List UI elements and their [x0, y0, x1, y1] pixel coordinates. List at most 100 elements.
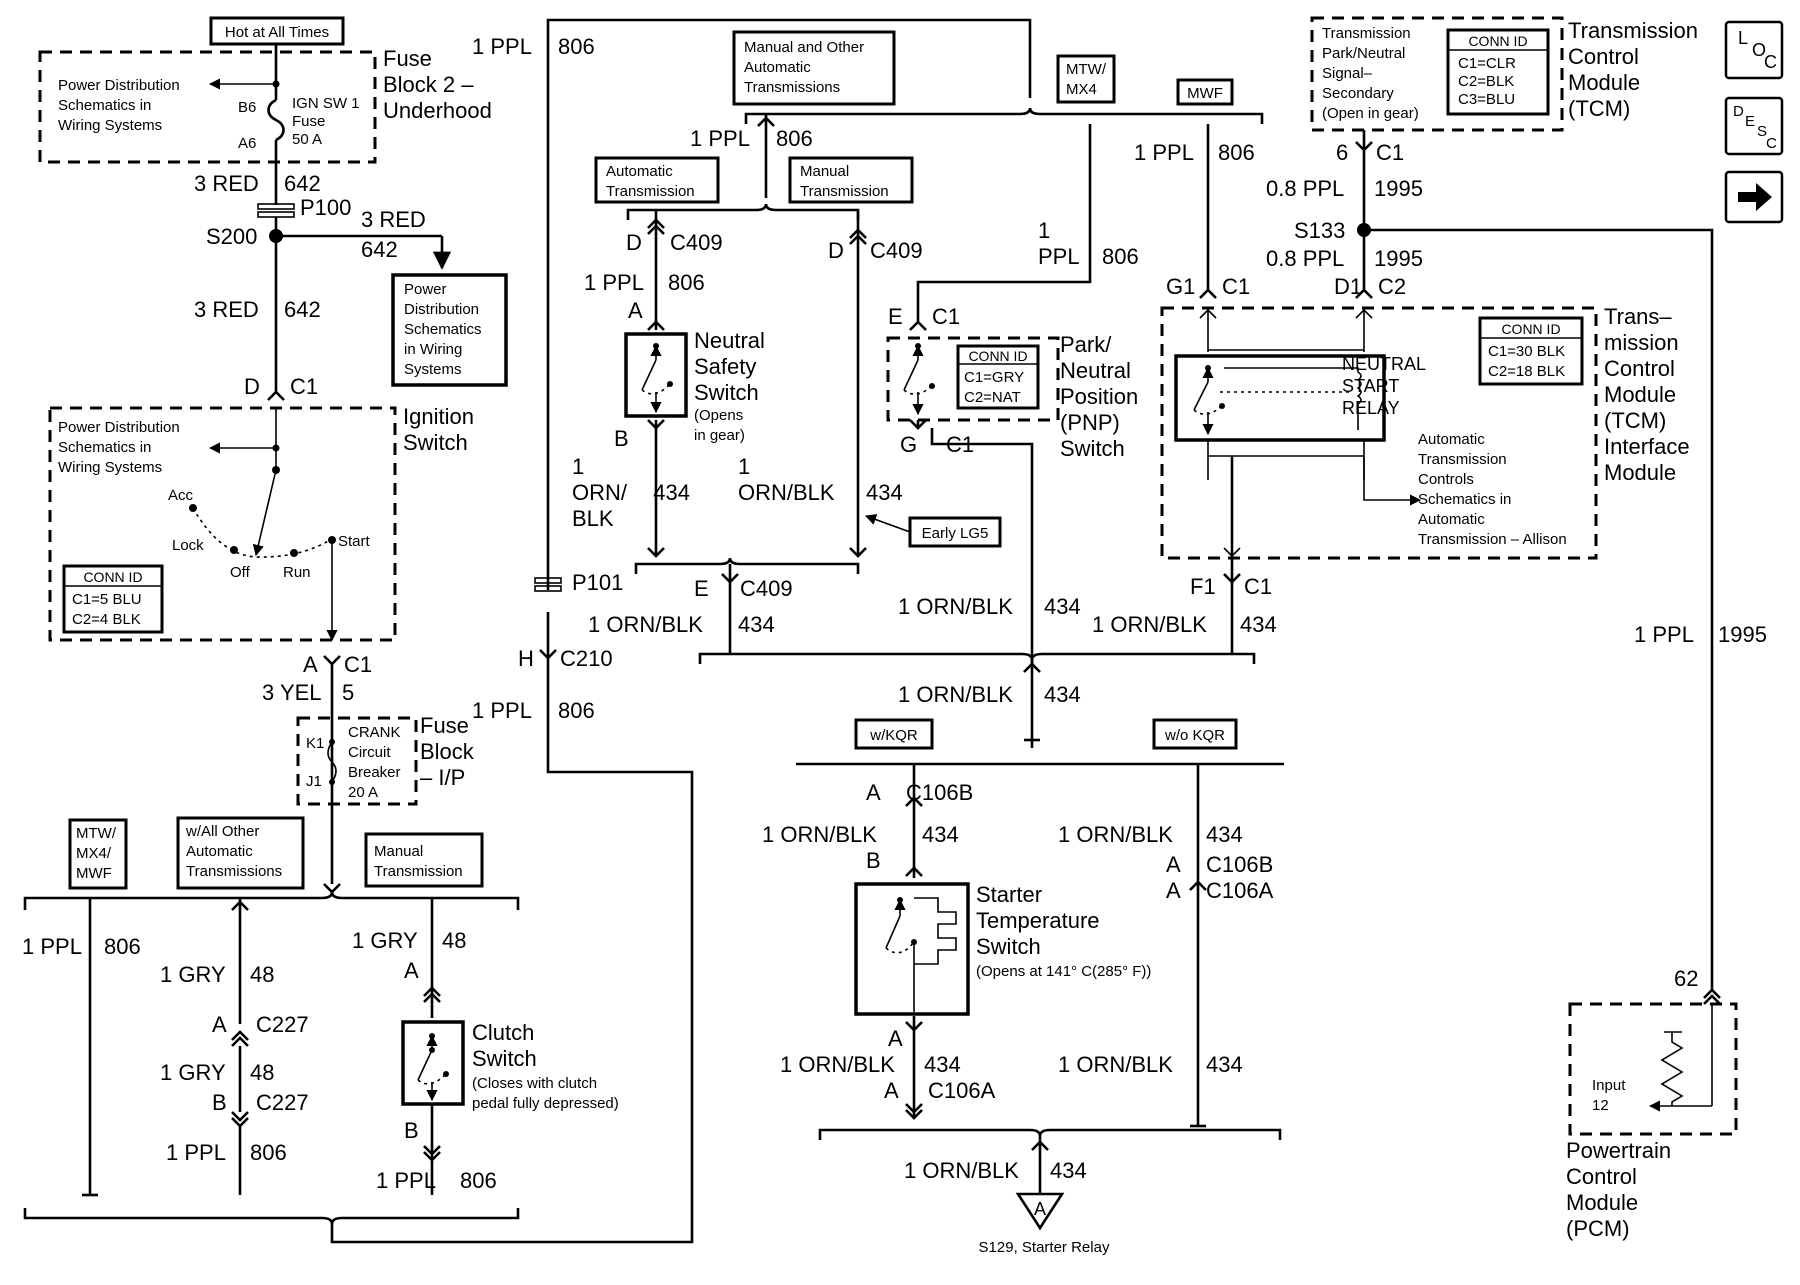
next-button[interactable] — [1724, 170, 1784, 224]
with-kqr-label: w/KQR — [869, 727, 918, 744]
tps-3: Signal– — [1322, 65, 1373, 82]
circuit-434-wokqr-b: 434 — [1206, 1052, 1243, 1077]
atc-4: Schematics in — [1418, 491, 1511, 508]
pin-b-nss: B — [614, 426, 629, 451]
tcmi-title-1: Trans– — [1604, 304, 1672, 329]
tcmi-conn-id: CONN ID — [1501, 321, 1560, 337]
circuit-434-c106a: 434 — [924, 1052, 961, 1077]
pd-box-2: Distribution — [404, 301, 479, 318]
connector-c1-ign: C1 — [290, 374, 318, 399]
connector-c2-d1: C2 — [1378, 274, 1406, 299]
tcm-title-4: (TCM) — [1568, 96, 1630, 121]
circuit-48-c: 48 — [442, 928, 466, 953]
circuit-434-e: 434 — [738, 612, 775, 637]
fuse-ip-2: Block — [420, 739, 475, 764]
ign-conn-id: CONN ID — [83, 569, 142, 585]
circuit-434-mid: 434 — [1044, 682, 1081, 707]
circuit-1995-b: 1995 — [1374, 246, 1423, 271]
splice-s200: S200 — [206, 224, 257, 249]
wire-3yel: 3 YEL — [262, 680, 322, 705]
connector-c227-b: C227 — [256, 1090, 309, 1115]
wire-1ornblk-e: 1 ORN/BLK — [588, 612, 703, 637]
starter-temperature-circuit: 1 ORN/BLK 434 w/KQR w/o KQR A C106B 1 OR… — [698, 652, 1284, 1256]
clutch-note-2: pedal fully depressed) — [472, 1095, 619, 1112]
pnp-title-4: (PNP) — [1060, 410, 1120, 435]
pos-off: Off — [230, 564, 251, 581]
loc-button[interactable]: L O C — [1724, 20, 1784, 80]
pin-b-c227: B — [212, 1090, 227, 1115]
pos-start: Start — [338, 533, 371, 550]
tcm-conn-c2: C2=BLK — [1458, 73, 1514, 90]
nss-note-1: (Opens — [694, 407, 743, 424]
svg-text:E: E — [1745, 113, 1755, 130]
circuit-1995-c: 1995 — [1718, 622, 1767, 647]
stts-title-3: Switch — [976, 934, 1041, 959]
circuit-806-c227: 806 — [250, 1140, 287, 1165]
wire-1ornblk-c106a: 1 ORN/BLK — [780, 1052, 895, 1077]
ignition-title-1: Ignition — [403, 404, 474, 429]
wire-3red-a: 3 RED — [194, 171, 259, 196]
mao-2: Automatic — [744, 59, 811, 76]
pcm-title-1: Powertrain — [1566, 1138, 1671, 1163]
wire-1ppl-mid: 1 PPL — [690, 126, 750, 151]
pin-6-tcm: 6 — [1336, 140, 1348, 165]
fuse-block2-title-3: Underhood — [383, 98, 492, 123]
pnp-title-1: Park/ — [1060, 332, 1112, 357]
wire-1ornblk-stts: 1 ORN/BLK — [762, 822, 877, 847]
pin-a-c106b: A — [866, 780, 881, 805]
pd-box-4: in Wiring — [404, 341, 462, 358]
allother-1: w/All Other — [185, 823, 259, 840]
pin-h-c210: H — [518, 646, 534, 671]
ign-sw1-fuse-2: Fuse — [292, 113, 325, 130]
tps-2: Park/Neutral — [1322, 45, 1405, 62]
pin-e-c409: E — [694, 576, 709, 601]
pd-ref-2: Schematics in — [58, 97, 151, 114]
pd-ref-3: Wiring Systems — [58, 117, 162, 134]
fuse-block2-title-2: Block 2 – — [383, 72, 474, 97]
circuit-806-top: 806 — [558, 34, 595, 59]
connector-c1-tcm: C1 — [1376, 140, 1404, 165]
wire-orn-nss: ORN/ — [572, 480, 628, 505]
pos-acc: Acc — [168, 487, 194, 504]
allother-3: Transmissions — [186, 863, 282, 880]
wire-1ppl-1995: 1 PPL — [1634, 622, 1694, 647]
pcm-title-3: Module — [1566, 1190, 1638, 1215]
location-icon: L O C — [1738, 28, 1777, 72]
pin-d-ign: D — [244, 374, 260, 399]
crank-circuit: A C1 3 YEL 5 Fuse Block – I/P K1 J1 CRAN… — [262, 652, 475, 894]
s129-starter-relay: S129, Starter Relay — [979, 1239, 1110, 1256]
ign-conn-c2: C2=4 BLK — [72, 611, 141, 628]
fuse-block-2-underhood: Hot at All Times Fuse Block 2 – Underhoo… — [38, 16, 492, 205]
mtwmx4-2: MX4 — [1066, 81, 1097, 98]
circuit-434-lg5: 434 — [866, 480, 903, 505]
pd-box-5: Systems — [404, 361, 462, 378]
pcm-input-2: 12 — [1592, 1097, 1609, 1114]
circuit-48-b: 48 — [250, 1060, 274, 1085]
nss-title-2: Safety — [694, 354, 756, 379]
circuit-806-c210: 806 — [558, 698, 595, 723]
tcmi-title-7: Module — [1604, 460, 1676, 485]
mwf-label: MWF — [1187, 85, 1223, 102]
connector-c106b-a: C106B — [906, 780, 973, 805]
circuit-48-a: 48 — [250, 962, 274, 987]
pin-b-clutch: B — [404, 1118, 419, 1143]
fuse-ip-3: – I/P — [420, 765, 465, 790]
pin-f1: F1 — [1190, 574, 1216, 599]
svg-text:O: O — [1752, 40, 1766, 60]
wire-1ppl-nss: 1 PPL — [584, 270, 644, 295]
desc-button[interactable]: D E S C — [1724, 96, 1784, 156]
tcmi-title-6: Interface — [1604, 434, 1690, 459]
wire-1ppl-clutch: 1 PPL — [376, 1168, 436, 1193]
wire-642-s200: 3 RED 642 P100 S200 3 RED 642 Power Dist… — [194, 171, 508, 401]
mtwmx4-1: MTW/ — [1066, 61, 1107, 78]
circuit-434-nss: 434 — [653, 480, 690, 505]
wire-08ppl-b: 0.8 PPL — [1266, 246, 1344, 271]
tcmi-title-5: (TCM) — [1604, 408, 1666, 433]
pin-e-pnp: E — [888, 304, 903, 329]
wire-3red-b: 3 RED — [361, 207, 426, 232]
splice-s133: S133 — [1294, 218, 1345, 243]
ign-pd-2: Schematics in — [58, 439, 151, 456]
tcm-interface-module: 1 PPL 806 G1 C1 D1 C2 NEUTRAL START RELA… — [1092, 124, 1690, 654]
